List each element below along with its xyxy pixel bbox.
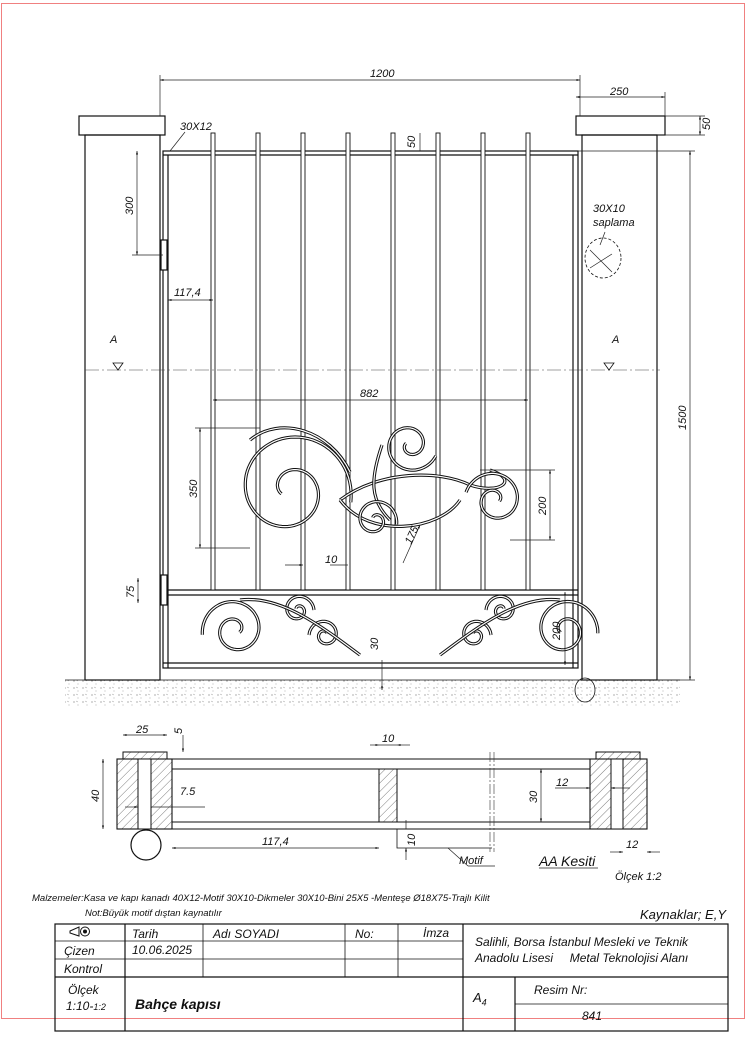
drawing-no: 841 — [582, 1009, 603, 1023]
paper-letter: A — [473, 990, 482, 1005]
svg-text:5: 5 — [173, 727, 185, 734]
svg-text:117,4: 117,4 — [262, 836, 289, 848]
scroll-lower-large — [201, 600, 260, 651]
scale-main: 1:10- — [66, 999, 94, 1013]
scroll-motifs — [200, 426, 600, 657]
scroll-bottom — [359, 501, 398, 533]
svg-text:882: 882 — [360, 388, 378, 400]
vertical-bar — [255, 132, 261, 591]
svg-text:50: 50 — [701, 117, 713, 130]
svg-text:1500: 1500 — [677, 405, 689, 430]
scroll-lower-small — [308, 620, 337, 645]
paper-number: 4 — [481, 997, 487, 1008]
no-label: No: — [355, 927, 374, 941]
svg-text:A: A — [611, 334, 619, 346]
svg-text:Ölçek 1:2: Ölçek 1:2 — [615, 871, 661, 883]
svg-text:12: 12 — [556, 777, 568, 789]
right-post — [574, 115, 666, 703]
scroll-lower-curve — [439, 598, 561, 656]
vertical-bars — [210, 132, 531, 591]
svg-text:10: 10 — [325, 554, 338, 566]
drawn-date: 10.06.2025 — [132, 943, 193, 957]
svg-text:75: 75 — [125, 585, 137, 598]
scroll-arc — [249, 427, 351, 473]
scroll-large-left — [244, 436, 352, 528]
check-label: Kontrol — [64, 962, 103, 976]
scroll-lower-small — [463, 620, 492, 645]
scroll-lower-small — [286, 595, 315, 620]
materials-note: Malzemeler:Kasa ve kapı kanadı 40X12-Mot… — [32, 893, 490, 904]
vertical-bar — [525, 132, 531, 591]
svg-text:117,4: 117,4 — [174, 287, 201, 299]
svg-text:30X12: 30X12 — [180, 121, 212, 133]
date-label: Tarih — [132, 927, 159, 941]
scroll-lower-curve — [239, 598, 361, 656]
scroll-top — [388, 427, 437, 471]
scroll-lower-small — [485, 595, 514, 620]
projection-symbol-icon — [69, 926, 90, 937]
gate-frame — [160, 150, 579, 669]
svg-text:1200: 1200 — [370, 68, 395, 80]
school-line-2: Anadolu Lisesi Metal Teknolojisi Alanı — [475, 951, 689, 965]
scroll-right — [465, 472, 519, 519]
name-label: Adı SOYADI — [213, 927, 280, 941]
paper-size: A4 — [473, 990, 487, 1008]
svg-text:300: 300 — [124, 196, 136, 215]
svg-text:250: 250 — [609, 86, 629, 98]
svg-text:AA Kesiti: AA Kesiti — [538, 853, 596, 869]
vertical-bar — [390, 132, 396, 591]
sheet-border — [1, 3, 745, 1019]
drawn-label: Çizen — [64, 944, 95, 958]
svg-text:30: 30 — [369, 637, 381, 650]
svg-text:saplama: saplama — [593, 217, 635, 229]
vertical-bar — [480, 132, 486, 591]
school-line-1: Salihli, Borsa İstanbul Mesleki ve Tekni… — [475, 935, 688, 949]
svg-text:10: 10 — [382, 733, 395, 745]
sign-label: İmza — [423, 926, 450, 940]
svg-text:Motif: Motif — [459, 855, 484, 867]
vertical-bar — [435, 132, 441, 591]
dimension-labels: 1200 250 50 30X12 50 300 117,4 A A 882 3… — [109, 68, 713, 650]
vertical-bar — [345, 132, 351, 591]
scale-small: 1:2 — [93, 1002, 106, 1012]
section-aa: 25 5 40 7.5 10 30 12 117,4 10 Motif 12 A… — [90, 724, 661, 883]
svg-text:40: 40 — [90, 789, 102, 802]
svg-text:350: 350 — [188, 479, 200, 498]
scale-label: Ölçek — [68, 983, 99, 997]
s-curve-lower — [339, 499, 461, 527]
svg-text:30: 30 — [528, 790, 540, 803]
svg-text:30X10: 30X10 — [593, 203, 626, 215]
ground — [65, 680, 680, 706]
svg-text:200: 200 — [551, 621, 563, 641]
svg-text:10: 10 — [406, 833, 418, 846]
sources: Kaynaklar; E,Y — [640, 907, 726, 922]
svg-text:7.5: 7.5 — [180, 786, 196, 798]
left-post — [78, 115, 166, 681]
vertical-bar — [210, 132, 216, 591]
svg-text:25: 25 — [135, 724, 149, 736]
title-block-grid — [54, 923, 729, 1032]
svg-text:12: 12 — [626, 839, 638, 851]
drawing-no-label: Resim Nr: — [534, 983, 588, 997]
weld-note: Not:Büyük motif dıştan kaynatılır — [85, 908, 222, 919]
svg-text:50: 50 — [406, 135, 418, 148]
svg-text:A: A — [109, 334, 117, 346]
s-curve-lower — [338, 499, 462, 528]
svg-text:200: 200 — [537, 496, 549, 516]
scale-value: 1:10-1:2 — [66, 999, 106, 1013]
drawing-title: Bahçe kapısı — [135, 996, 221, 1012]
vertical-bar — [300, 132, 306, 591]
scroll-stem — [373, 444, 391, 521]
